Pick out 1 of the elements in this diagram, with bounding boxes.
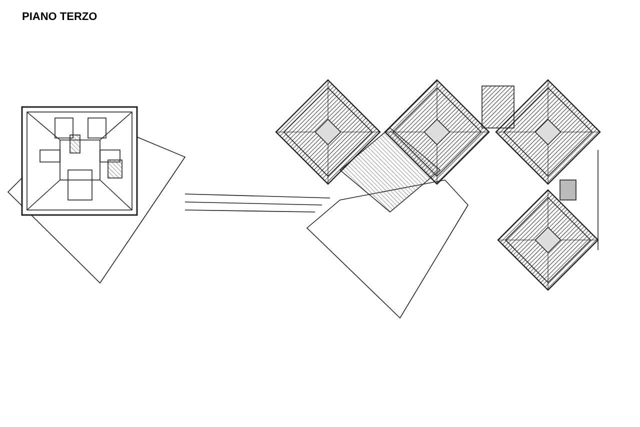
- plan-title: PIANO TERZO: [22, 10, 98, 25]
